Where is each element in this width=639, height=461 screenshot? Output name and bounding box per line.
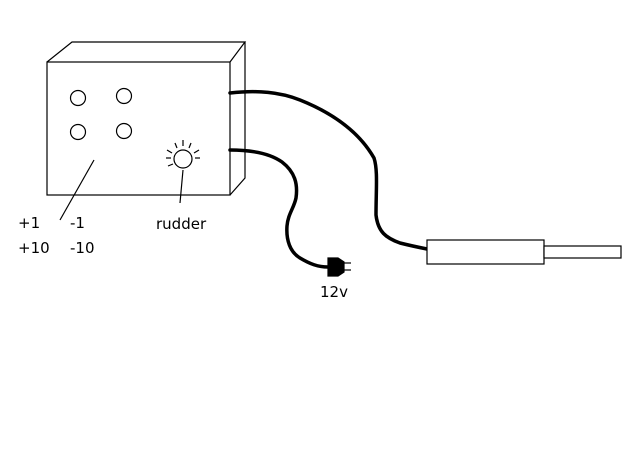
control-box-front xyxy=(46,61,231,196)
actuator-cable xyxy=(228,89,429,251)
actuator-body xyxy=(426,239,545,265)
power-label: 12v xyxy=(320,283,348,301)
minus-ten-button[interactable] xyxy=(115,122,133,140)
minus-ten-label: -10 xyxy=(70,239,95,257)
linear-actuator xyxy=(426,239,622,265)
rudder-lamp xyxy=(166,140,200,204)
lamp-rays-icon xyxy=(166,140,200,167)
power-plug-icon xyxy=(327,257,351,277)
control-box xyxy=(46,41,247,196)
power-cable xyxy=(228,148,330,269)
actuator-rod xyxy=(543,245,622,259)
rudder-label: rudder xyxy=(156,215,207,233)
button-group xyxy=(69,87,133,141)
minus-one-label: -1 xyxy=(70,214,85,232)
rudder-leader-line xyxy=(179,169,184,204)
minus-one-button[interactable] xyxy=(115,87,133,105)
plus-ten-label: +10 xyxy=(18,239,50,257)
control-box-side xyxy=(229,42,246,196)
rudder-lamp-bulb xyxy=(173,149,193,169)
plus-one-button[interactable] xyxy=(69,89,87,107)
control-box-top xyxy=(46,41,247,63)
button-leader-line xyxy=(59,159,95,221)
plus-ten-button[interactable] xyxy=(69,123,87,141)
plus-one-label: +1 xyxy=(18,214,41,232)
